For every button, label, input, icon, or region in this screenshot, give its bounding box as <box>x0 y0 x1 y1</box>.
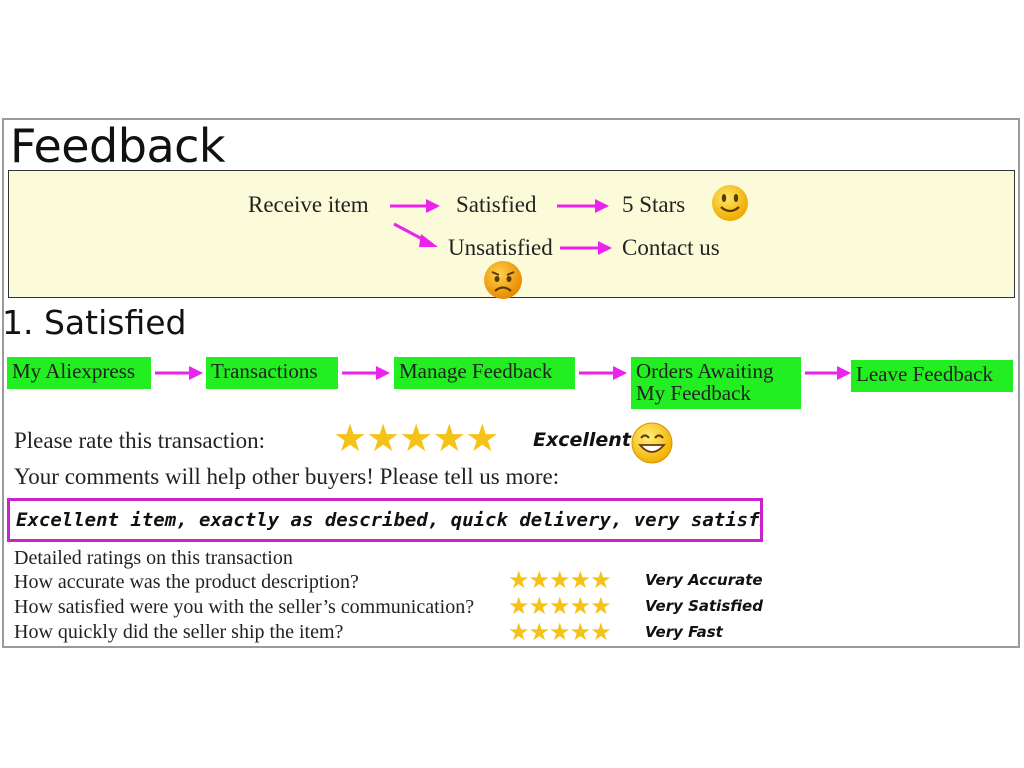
section-title-satisfied: 1. Satisfied <box>2 303 187 342</box>
flow-receive-item: Receive item <box>248 192 369 217</box>
accuracy-label: Very Accurate <box>645 571 763 589</box>
arrow-right-icon <box>579 366 627 380</box>
comments-prompt: Your comments will help other buyers! Pl… <box>14 464 560 489</box>
communication-stars[interactable]: ★★★★★ <box>508 594 612 620</box>
arrow-right-icon <box>342 366 390 380</box>
detailed-ratings-heading: Detailed ratings on this transaction <box>14 547 293 569</box>
page-title: Feedback <box>10 119 226 173</box>
arrow-right-icon <box>560 241 612 255</box>
question-shipping: How quickly did the seller ship the item… <box>14 621 344 643</box>
flow-satisfied: Satisfied <box>456 192 537 217</box>
step-orders-awaiting-line2: My Feedback <box>636 381 751 405</box>
shipping-stars[interactable]: ★★★★★ <box>508 620 612 646</box>
step-transactions: Transactions <box>206 357 338 389</box>
rate-prompt: Please rate this transaction: <box>14 428 266 453</box>
rating-level-label: Excellent <box>533 429 631 451</box>
happy-face-icon <box>712 185 748 221</box>
rating-stars[interactable]: ★★★★★ <box>333 418 499 460</box>
arrow-right-icon <box>557 199 609 213</box>
flow-5-stars: 5 Stars <box>622 192 686 217</box>
step-manage-feedback: Manage Feedback <box>394 357 575 389</box>
grinning-face-icon <box>631 422 673 464</box>
arrow-right-icon <box>155 366 203 380</box>
sad-face-icon <box>484 261 522 299</box>
question-communication: How satisfied were you with the seller’s… <box>14 596 475 618</box>
flow-unsatisfied: Unsatisfied <box>448 235 553 260</box>
arrow-right-icon <box>805 366 851 380</box>
flow-contact-us: Contact us <box>622 235 720 260</box>
step-my-aliexpress: My Aliexpress <box>7 357 151 389</box>
feedback-comment-box[interactable]: Excellent item, exactly as described, qu… <box>7 498 763 542</box>
step-orders-awaiting-line1: Orders Awaiting <box>636 359 774 383</box>
step-orders-awaiting: Orders Awaiting My Feedback <box>631 357 801 409</box>
accuracy-stars[interactable]: ★★★★★ <box>508 568 612 594</box>
communication-label: Very Satisfied <box>645 597 763 615</box>
arrow-right-icon <box>390 199 440 213</box>
shipping-label: Very Fast <box>645 623 723 641</box>
step-leave-feedback: Leave Feedback <box>851 360 1013 392</box>
arrow-down-right-icon <box>393 222 438 247</box>
question-accuracy: How accurate was the product description… <box>14 571 359 593</box>
